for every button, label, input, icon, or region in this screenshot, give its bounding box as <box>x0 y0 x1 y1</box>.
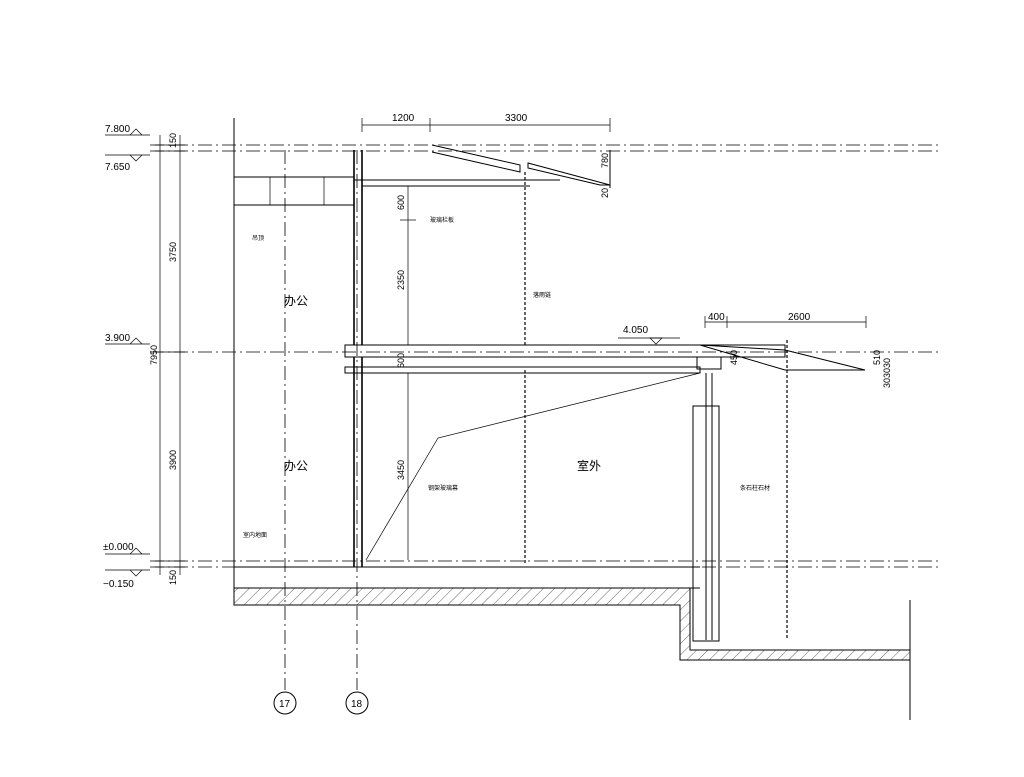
dim-3450: 3450 <box>396 460 406 480</box>
note-column: 条石柱石材 <box>740 484 770 492</box>
dim-3750: 3750 <box>168 242 178 262</box>
level-3900-text: 3.900 <box>105 333 130 344</box>
dim-780: 780 <box>600 153 610 168</box>
stone-column <box>692 356 722 642</box>
middle-slab: 4.050 <box>344 325 866 374</box>
right-top-dimension: 400 2600 510 303030 450 <box>704 312 892 388</box>
axis-17-bubble <box>273 691 297 715</box>
level-7650-text: 7.650 <box>105 162 130 173</box>
dim-2350: 2350 <box>396 270 406 290</box>
dim-3900: 3900 <box>168 450 178 470</box>
lower-floor: 3450 <box>353 357 701 567</box>
level-marker-7800: 7.800 <box>105 124 150 136</box>
top-dimension: 1200 3300 <box>361 113 611 132</box>
dim-450: 450 <box>729 350 739 365</box>
level-marker-m150: −0.150 <box>103 569 150 590</box>
upper-ceiling <box>233 150 560 345</box>
level-marker-3900: 3.900 <box>105 333 150 345</box>
dim-3300: 3300 <box>505 113 528 124</box>
dim-150-bot: 150 <box>168 570 178 585</box>
level-lines <box>150 144 940 568</box>
dim-2600: 2600 <box>788 312 811 323</box>
axis-18-label: 18 <box>351 699 363 710</box>
level-7800-text: 7.800 <box>105 124 130 135</box>
dim-510: 510 <box>872 350 882 365</box>
dim-20: 20 <box>600 188 610 198</box>
upper-inner-dims: 600 2350 600 <box>396 185 416 368</box>
axis-17-label: 17 <box>279 699 291 710</box>
outdoor-label: 室外 <box>577 458 601 473</box>
note-floor: 室内地面 <box>243 531 267 539</box>
level-marker-0000: ±0.000 <box>103 542 150 555</box>
note-glass-top: 玻璃栏板 <box>430 216 454 224</box>
roof-canopy: 780 20 <box>431 144 611 198</box>
level-0000-text: ±0.000 <box>103 542 134 553</box>
note-ceiling: 吊顶 <box>252 235 264 242</box>
dim-303030: 303030 <box>882 358 892 388</box>
room-upper-label: 办公 <box>284 293 308 308</box>
dim-600-b: 600 <box>396 353 406 368</box>
room-lower-label: 办公 <box>284 458 308 473</box>
left-dimension-chain: 150 3750 7950 3900 150 <box>149 133 185 585</box>
ground-section <box>233 566 911 720</box>
dim-400: 400 <box>708 312 725 323</box>
dim-600-a: 600 <box>396 195 406 210</box>
level-m150-text: −0.150 <box>103 579 134 590</box>
dim-7950: 7950 <box>149 345 159 365</box>
axis-18-bubble <box>345 691 369 715</box>
note-glass-curtain: 钢架玻璃幕 <box>428 484 458 492</box>
axis-lines: 17 18 <box>273 150 369 715</box>
dim-150-top: 150 <box>168 133 178 148</box>
dim-1200: 1200 <box>392 113 415 124</box>
note-rain-chain: 落雨链 <box>533 291 551 299</box>
level-4050-text: 4.050 <box>623 325 648 336</box>
level-marker-7650: 7.650 <box>105 154 150 173</box>
